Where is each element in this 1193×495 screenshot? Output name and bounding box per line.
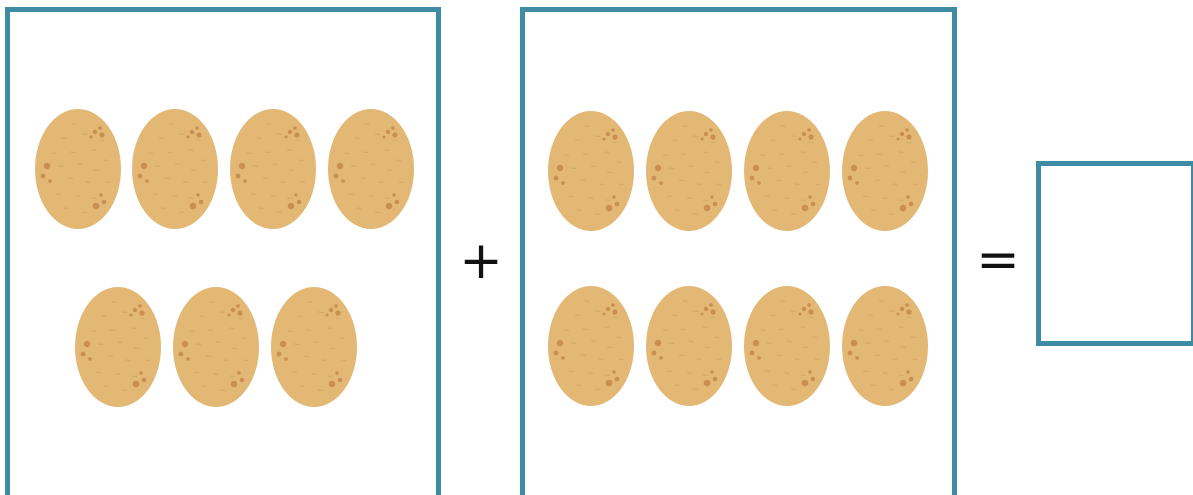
potato-icon xyxy=(172,286,260,408)
left-addend-box xyxy=(5,7,441,495)
potato-icon xyxy=(547,110,635,232)
potato-icon xyxy=(74,286,162,408)
potato-icon xyxy=(270,286,358,408)
equals-sign: = xyxy=(972,234,1024,286)
potato-icon xyxy=(743,110,831,232)
potato-icon xyxy=(547,285,635,407)
potato-icon xyxy=(743,285,831,407)
potato-icon xyxy=(327,108,415,230)
potato-icon xyxy=(131,108,219,230)
answer-box[interactable] xyxy=(1036,161,1193,346)
potato-icon xyxy=(34,108,122,230)
potato-icon xyxy=(841,285,929,407)
potato-icon xyxy=(841,110,929,232)
plus-sign: + xyxy=(455,235,507,287)
potato-icon xyxy=(645,285,733,407)
right-addend-box xyxy=(520,7,957,495)
potato-icon xyxy=(645,110,733,232)
potato-icon xyxy=(229,108,317,230)
